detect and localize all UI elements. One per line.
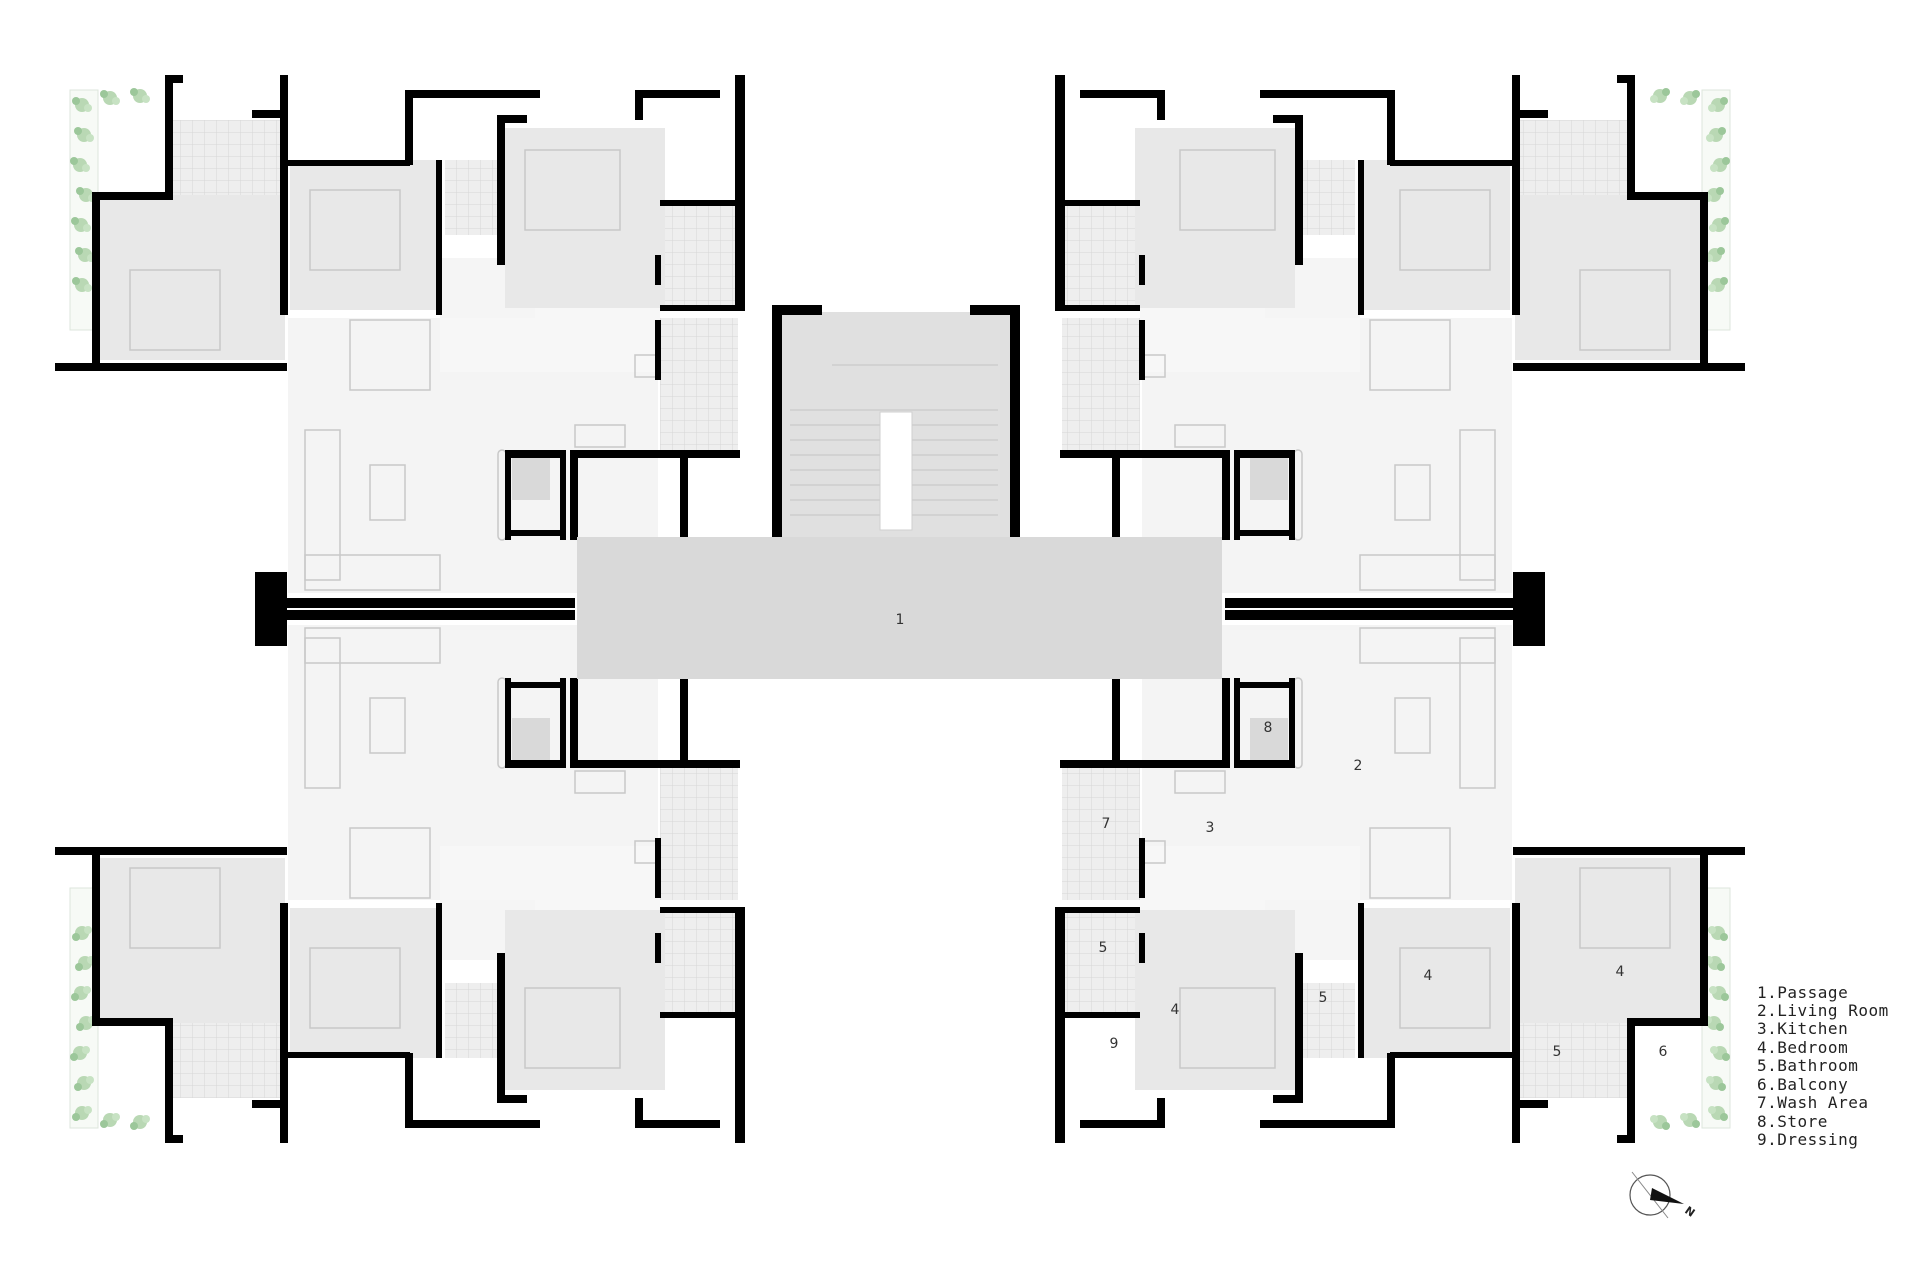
room-label: 5: [1099, 940, 1108, 956]
room-label: 9: [1110, 1036, 1119, 1052]
bedroom-floor: [290, 160, 440, 310]
passage: [577, 537, 1222, 679]
room-label: 2: [1354, 758, 1363, 774]
apartment-unit-top-left: [55, 75, 745, 634]
room-label: 5: [1553, 1044, 1562, 1060]
room-label: 6: [1659, 1044, 1668, 1060]
legend: 1.Passage 2.Living Room 3.Kitchen 4.Bedr…: [1757, 983, 1889, 1149]
legend-item: 9.Dressing: [1757, 1130, 1858, 1149]
room-label: 5: [1319, 990, 1328, 1006]
room-label: 7: [1102, 816, 1111, 832]
room-label: 8: [1264, 720, 1273, 736]
room-label: 4: [1171, 1002, 1180, 1018]
legend-item: 8.Store: [1757, 1112, 1828, 1131]
room-label: 4: [1616, 964, 1625, 980]
wash-area: [660, 318, 738, 450]
legend-item: 6.Balcony: [1757, 1075, 1848, 1094]
bathroom-floor: [445, 160, 505, 235]
room-labels: 2 3 4 4 4 5 5 5 6 7 8 9: [1099, 720, 1668, 1060]
store-floor: [512, 455, 550, 500]
stair-core: [772, 305, 1020, 537]
legend-item: 7.Wash Area: [1757, 1093, 1868, 1112]
north-label: N: [1682, 1204, 1697, 1220]
bathroom-floor: [170, 120, 288, 195]
bedroom-floor: [505, 128, 665, 308]
legend-item: 3.Kitchen: [1757, 1019, 1848, 1038]
legend-item: 1.Passage: [1757, 983, 1848, 1002]
passage-label: 1: [896, 612, 905, 628]
legend-item: 4.Bedroom: [1757, 1038, 1848, 1057]
room-label: 4: [1424, 968, 1433, 984]
furniture: [129, 149, 658, 591]
room-label: 3: [1206, 820, 1215, 836]
legend-item: 5.Bathroom: [1757, 1056, 1858, 1075]
north-arrow-icon: N: [1629, 1171, 1697, 1220]
bedroom-floor: [100, 195, 285, 360]
bathroom-floor: [665, 205, 735, 305]
legend-item: 2.Living Room: [1757, 1001, 1889, 1020]
